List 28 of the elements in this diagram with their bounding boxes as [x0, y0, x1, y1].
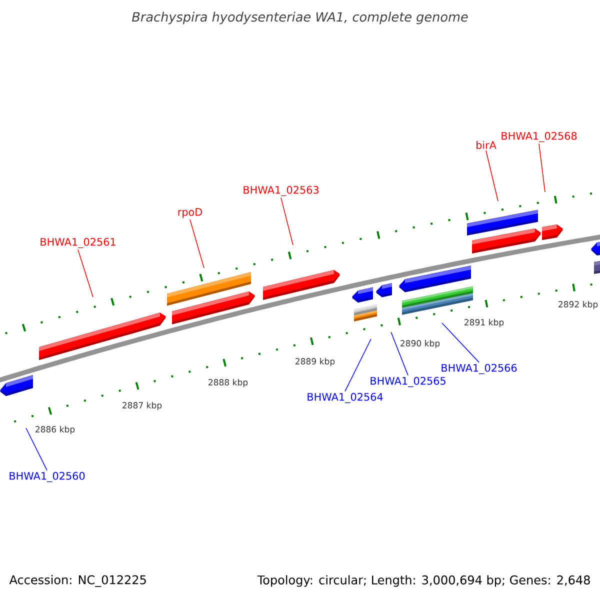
leader-line	[190, 219, 204, 268]
leader-line	[538, 143, 546, 192]
scale-label: 2890 kbp	[400, 340, 440, 348]
gene-label: BHWA1_02561	[40, 238, 116, 248]
leader-line	[78, 249, 94, 298]
leader-line	[390, 332, 408, 376]
gene-label: BHWA1_02563	[244, 186, 318, 196]
footer-text: Accession: NC_012225	[9, 575, 146, 587]
leader-line	[344, 338, 372, 392]
leader-line	[26, 428, 48, 471]
scale-label: 2891 kbp	[464, 318, 504, 328]
footer-text: Topology: circular; Length: 3,000,694 bp; Genes: 2,648	[257, 575, 590, 587]
gene-label: BHWA1_02564	[308, 392, 383, 404]
leader-line	[442, 322, 480, 363]
gene-label: birA	[476, 140, 496, 150]
scale-label: 2887 kbp	[122, 402, 162, 410]
leader-line	[486, 150, 498, 202]
scale-label: 2888 kbp	[208, 378, 248, 388]
title: Brachyspira hyodysenteriae WA1, complete genome	[132, 12, 468, 24]
scale-label: 2892 kbp	[558, 300, 598, 310]
gene-label: BHWA1_02560	[10, 472, 85, 482]
gene-label: BHWA1_02565	[370, 376, 446, 388]
leader-line	[280, 197, 294, 246]
scale-label: 2889 kbp	[296, 358, 335, 366]
gene-label: BHWA1_02568	[502, 132, 577, 142]
scale-label: 2886 kbp	[36, 426, 75, 434]
gene-label: rpoD	[178, 208, 202, 218]
gene-label: BHWA1_02566	[442, 364, 517, 374]
